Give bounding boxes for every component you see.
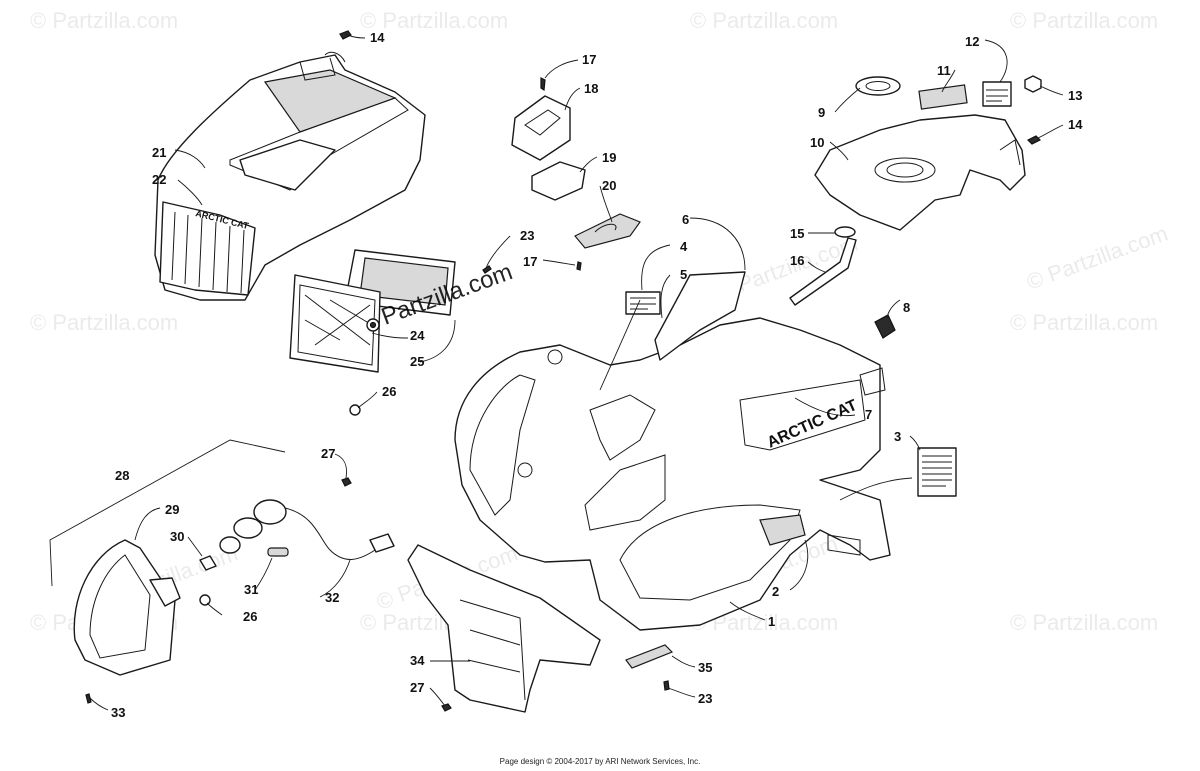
callout-17-top[interactable]: 17 [582, 52, 596, 67]
callout-32[interactable]: 32 [325, 590, 339, 605]
callout-9[interactable]: 9 [818, 105, 825, 120]
callout-19[interactable]: 19 [602, 150, 616, 165]
callout-26-upper[interactable]: 26 [382, 384, 396, 399]
callout-25[interactable]: 25 [410, 354, 424, 369]
footer-copyright: Page design © 2004-2017 by ARI Network S… [499, 757, 701, 766]
part-34-front-bumper[interactable] [407, 544, 601, 713]
part-16-hose[interactable] [789, 237, 857, 306]
watermark-text: © Partzilla.com [30, 310, 178, 335]
part-32-wiring[interactable] [284, 507, 395, 560]
callout-12[interactable]: 12 [965, 34, 979, 49]
part-26-grommet[interactable] [199, 404, 361, 606]
part-3-warning-label[interactable] [917, 447, 957, 497]
callout-5[interactable]: 5 [680, 267, 687, 282]
part-30-bulb[interactable] [199, 555, 217, 571]
part-9-ring[interactable] [855, 76, 901, 96]
callout-22[interactable]: 22 [152, 172, 166, 187]
watermark-text: © Partzilla.com [690, 8, 838, 33]
part-31-socket[interactable] [219, 499, 289, 557]
callout-27-lower[interactable]: 27 [410, 680, 424, 695]
part-4-decal[interactable] [625, 291, 661, 315]
callout-23-bottom[interactable]: 23 [698, 691, 712, 706]
part-20-pad[interactable] [574, 213, 641, 249]
callout-17-lower[interactable]: 17 [523, 254, 537, 269]
callout-14-top[interactable]: 14 [370, 30, 385, 45]
callout-28[interactable]: 28 [115, 468, 129, 483]
watermark-text: © Partzilla.com [1023, 221, 1171, 295]
callout-21[interactable]: 21 [152, 145, 166, 160]
callout-30[interactable]: 30 [170, 529, 184, 544]
watermark-text: © Partzilla.com [1010, 610, 1158, 635]
part-17-screw[interactable] [540, 77, 546, 92]
part-13-nut[interactable] [1024, 75, 1042, 93]
callout-10[interactable]: 10 [810, 135, 824, 150]
watermark-text: © Partzilla.com [1010, 310, 1158, 335]
part-12-label[interactable] [982, 81, 1012, 107]
watermark-text: © Partzilla.com [1010, 8, 1158, 33]
part-6-deflector[interactable] [654, 271, 746, 361]
watermark-text: © Partzilla.com [30, 8, 178, 33]
callout-2[interactable]: 2 [772, 584, 779, 599]
callout-34[interactable]: 34 [410, 653, 425, 668]
callout-20[interactable]: 20 [602, 178, 616, 193]
part-23-screw-bottom[interactable] [663, 680, 670, 691]
part-14-screw-top[interactable] [339, 30, 352, 40]
part-27-screw-mid[interactable] [341, 477, 352, 487]
callout-29[interactable]: 29 [165, 502, 179, 517]
callout-26-lower[interactable]: 26 [243, 609, 257, 624]
part-19-block[interactable] [531, 161, 586, 201]
callout-6[interactable]: 6 [682, 212, 689, 227]
callout-18[interactable]: 18 [584, 81, 598, 96]
callout-11[interactable]: 11 [937, 63, 951, 78]
callouts: 1 2 3 4 5 6 7 8 9 10 11 12 13 14 14 15 1… [111, 30, 1083, 720]
callout-35[interactable]: 35 [698, 660, 712, 675]
callout-23-top[interactable]: 23 [520, 228, 534, 243]
callout-14-right[interactable]: 14 [1068, 117, 1083, 132]
callout-33[interactable]: 33 [111, 705, 125, 720]
callout-16[interactable]: 16 [790, 253, 804, 268]
part-33-screw[interactable] [85, 693, 92, 704]
part-35-strip[interactable] [625, 644, 674, 669]
part-14-screw-right[interactable] [1026, 135, 1042, 145]
part-24-headlight-housing[interactable] [289, 274, 381, 373]
callout-31[interactable]: 31 [244, 582, 258, 597]
callout-27-upper[interactable]: 27 [321, 446, 335, 461]
part-8-bracket[interactable] [874, 314, 896, 339]
part-23-screw-top[interactable] [482, 265, 492, 274]
leader-lines [89, 33, 1064, 711]
part-11-label[interactable] [918, 84, 968, 110]
part-15-clip[interactable] [834, 226, 856, 238]
callout-24[interactable]: 24 [410, 328, 425, 343]
part-1-front-fender[interactable]: ARCTIC CAT [454, 317, 891, 631]
part-10-rear-cover[interactable] [814, 114, 1026, 231]
callout-1[interactable]: 1 [768, 614, 775, 629]
callout-15[interactable]: 15 [790, 226, 804, 241]
callout-4[interactable]: 4 [680, 239, 688, 254]
watermark-text: © Partzilla.com [360, 8, 508, 33]
callout-7[interactable]: 7 [865, 407, 872, 422]
part-18-cover[interactable] [511, 95, 571, 161]
part-29-headlight-lens[interactable] [73, 539, 181, 676]
part-27-screw-bottom[interactable] [441, 703, 452, 712]
callout-8[interactable]: 8 [903, 300, 910, 315]
part-17-screw-lower[interactable] [576, 261, 582, 271]
callout-13[interactable]: 13 [1068, 88, 1082, 103]
part-28-headlight-assembly[interactable] [49, 439, 286, 587]
callout-3[interactable]: 3 [894, 429, 901, 444]
